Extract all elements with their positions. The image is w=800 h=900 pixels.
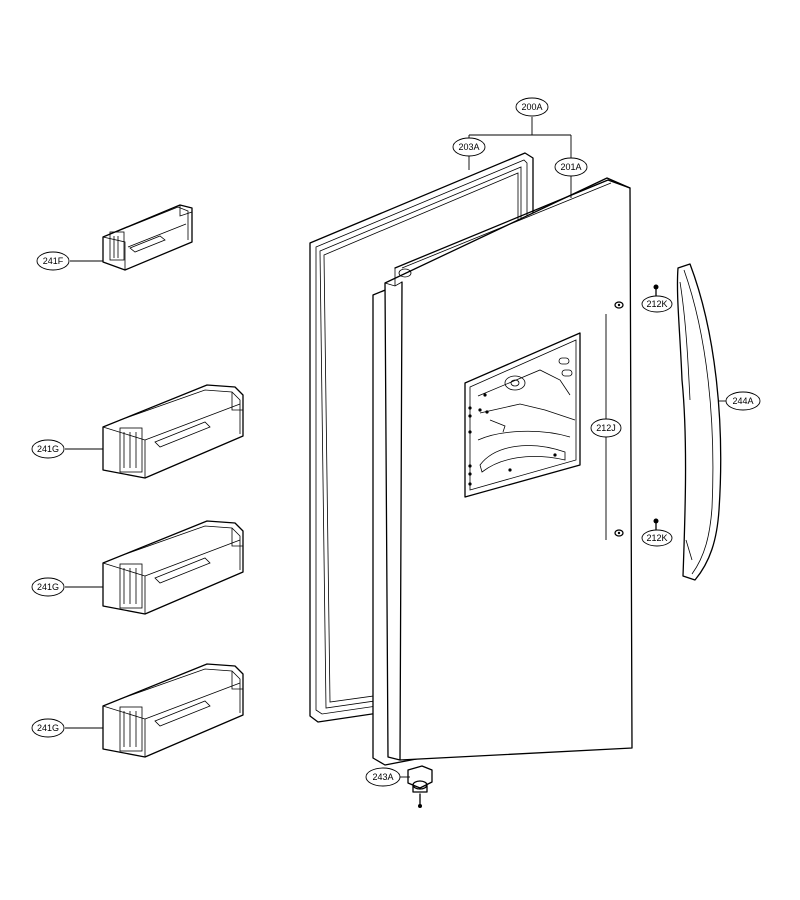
callout-200a: 200A <box>515 97 549 117</box>
callout-244a: 244A <box>725 391 761 411</box>
callout-241g-3: 241G <box>31 718 65 738</box>
callout-244a-label: 244A <box>732 396 753 406</box>
handle-screws <box>653 284 659 531</box>
callout-212k-bottom-label: 212K <box>646 533 667 543</box>
small-door-bin <box>102 204 193 271</box>
callout-241f-label: 241F <box>43 256 64 266</box>
large-door-bin-2 <box>102 520 244 615</box>
callout-212k-top: 212K <box>641 295 673 313</box>
callout-201a: 201A <box>554 157 588 177</box>
callout-241g-1: 241G <box>31 439 65 459</box>
callout-241g-1-label: 241G <box>37 444 59 454</box>
callout-201a-label: 201A <box>560 162 581 172</box>
outer-door-panel <box>384 177 633 761</box>
callout-241g-2: 241G <box>31 577 65 597</box>
callout-241g-2-label: 241G <box>37 582 59 592</box>
callout-203a-label: 203A <box>458 142 479 152</box>
bottom-hinge <box>407 765 433 808</box>
callout-203a: 203A <box>452 137 486 157</box>
callout-200a-label: 200A <box>521 102 542 112</box>
callout-212j: 212J <box>590 418 622 438</box>
large-door-bin-3 <box>102 663 244 758</box>
door-handle-mounts <box>614 301 624 537</box>
dispenser-recess <box>464 332 581 498</box>
door-handle <box>676 263 722 581</box>
callout-212k-bottom: 212K <box>641 529 673 547</box>
callout-243a-label: 243A <box>372 772 393 782</box>
callout-241f: 241F <box>36 251 70 271</box>
large-door-bin-1 <box>102 384 244 479</box>
callout-212j-label: 212J <box>596 423 616 433</box>
callout-212k-top-label: 212K <box>646 299 667 309</box>
callout-243a: 243A <box>365 767 401 787</box>
leader-lines <box>65 117 726 778</box>
callout-241g-3-label: 241G <box>37 723 59 733</box>
